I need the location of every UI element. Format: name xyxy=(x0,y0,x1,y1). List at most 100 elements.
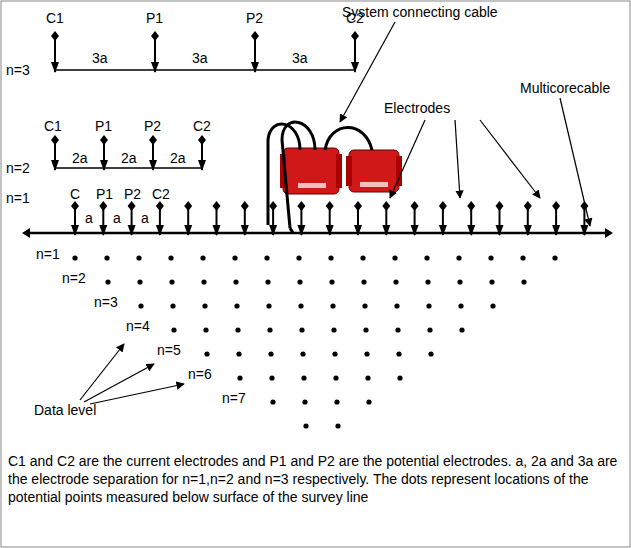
electrode-symbol xyxy=(439,201,447,236)
data-point xyxy=(521,279,526,284)
data-point xyxy=(270,399,275,404)
electrode-name: C1 xyxy=(44,118,62,134)
data-point xyxy=(425,279,430,284)
callout-label: Electrodes xyxy=(384,100,450,116)
electrode-name: P1 xyxy=(146,10,163,26)
data-point xyxy=(329,279,334,284)
data-point xyxy=(200,255,205,260)
data-point xyxy=(490,303,495,308)
data-point xyxy=(301,375,306,380)
data-point xyxy=(201,279,206,284)
data-level-name: n=3 xyxy=(6,62,30,78)
electrode-tip xyxy=(198,160,206,171)
electrode-symbol xyxy=(241,201,249,236)
data-point xyxy=(428,351,433,356)
electrode-tip xyxy=(149,160,157,171)
data-point xyxy=(393,279,398,284)
electrode-symbol xyxy=(467,201,475,236)
spacing-label: 2a xyxy=(121,150,137,166)
leader-line xyxy=(560,98,590,226)
data-level-name: n=7 xyxy=(222,390,246,406)
data-point xyxy=(264,255,269,260)
spacing-label: 3a xyxy=(92,50,108,66)
data-level-name: n=2 xyxy=(62,270,86,286)
electrode-tip xyxy=(496,225,504,236)
spacing-label: 2a xyxy=(72,150,88,166)
electrode-symbol xyxy=(151,31,159,73)
data-point xyxy=(520,255,525,260)
electrode-tip xyxy=(439,225,447,236)
electrode-symbol xyxy=(251,31,259,73)
meter-handle xyxy=(336,154,342,188)
electrode-symbol xyxy=(552,201,560,236)
data-point xyxy=(392,255,397,260)
electrode-group xyxy=(51,31,588,236)
system-connecting-cable xyxy=(325,128,372,151)
leader-line xyxy=(390,120,425,198)
data-point xyxy=(363,327,368,332)
data-point xyxy=(362,303,367,308)
electrode-symbol xyxy=(156,201,164,236)
electrode-symbol xyxy=(71,201,79,236)
data-point xyxy=(456,255,461,260)
electrode-name: P2 xyxy=(124,186,141,202)
callout-label: System connecting cable xyxy=(342,4,498,20)
data-point xyxy=(457,279,462,284)
switch-panel xyxy=(360,182,388,187)
data-point xyxy=(489,279,494,284)
electrode-tip xyxy=(382,225,390,236)
data-point xyxy=(302,399,307,404)
data-point xyxy=(366,399,371,404)
electrode-name: P1 xyxy=(96,186,113,202)
electrode-tip xyxy=(251,62,259,73)
electrode-symbol xyxy=(382,201,390,236)
electrode-tip xyxy=(354,225,362,236)
callout-label: Multicorecable xyxy=(520,80,610,96)
data-point xyxy=(202,303,207,308)
data-point xyxy=(395,327,400,332)
electrode-symbol xyxy=(51,135,59,171)
data-level-name: n=4 xyxy=(126,318,150,334)
meter-panel xyxy=(298,183,326,188)
data-point xyxy=(330,303,335,308)
data-level-name: n=3 xyxy=(94,294,118,310)
electrode-tip xyxy=(351,62,359,73)
data-point xyxy=(300,351,305,356)
data-point xyxy=(331,327,336,332)
data-point xyxy=(234,303,239,308)
data-point xyxy=(203,327,208,332)
leader-line xyxy=(455,120,460,198)
electrode-symbol xyxy=(269,201,277,236)
data-point xyxy=(136,255,141,260)
electrode-tip xyxy=(297,225,305,236)
multicore-cable-line xyxy=(30,232,605,235)
data-level-name: n=1 xyxy=(6,190,30,206)
meter-body xyxy=(283,148,339,194)
electrode-name: C xyxy=(70,186,80,202)
electrode-name: P2 xyxy=(144,118,161,134)
electrode-symbol xyxy=(184,201,192,236)
data-point xyxy=(170,303,175,308)
electrode-symbol xyxy=(411,201,419,236)
electrode-symbol xyxy=(149,135,157,171)
electrode-tip xyxy=(467,225,475,236)
data-point xyxy=(269,375,274,380)
electrode-tip xyxy=(100,160,108,171)
connecting-cable xyxy=(290,228,293,233)
electrode-tip xyxy=(552,225,560,236)
data-point xyxy=(171,327,176,332)
electrode-symbol xyxy=(297,201,305,236)
electrode-tip xyxy=(269,225,277,236)
electrode-tip xyxy=(51,62,59,73)
data-point xyxy=(361,279,366,284)
data-point xyxy=(488,255,493,260)
leader-line xyxy=(480,120,540,198)
electrode-symbol xyxy=(99,201,107,236)
data-point xyxy=(396,351,401,356)
data-point xyxy=(237,375,242,380)
spacing-label: a xyxy=(113,210,121,226)
data-point xyxy=(299,327,304,332)
data-point xyxy=(267,327,272,332)
data-point xyxy=(360,255,365,260)
data-point xyxy=(334,399,339,404)
